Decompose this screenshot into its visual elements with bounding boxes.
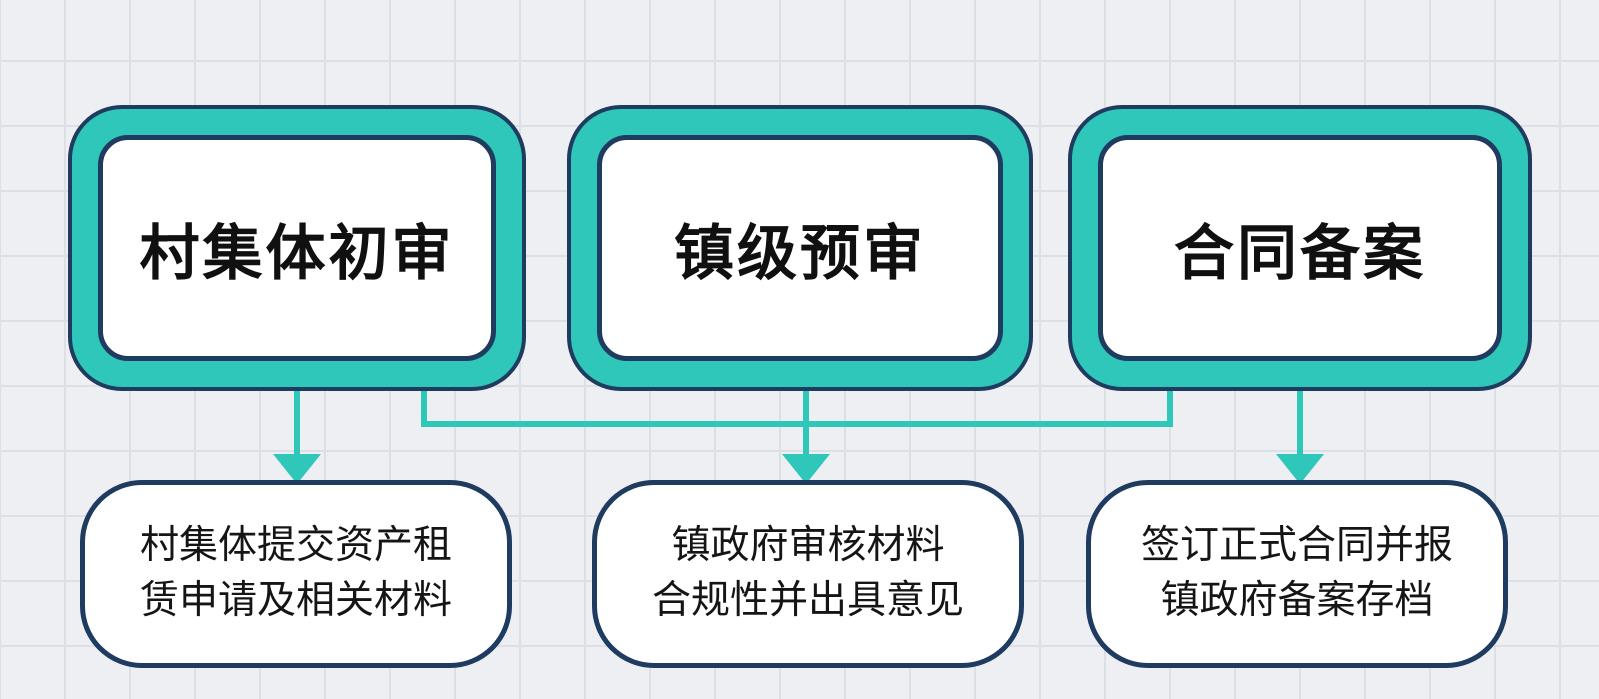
stage-box-inner: 村集体初审	[98, 135, 496, 361]
arrow-down-icon-2	[782, 454, 830, 484]
connector-elbow-left-segment	[421, 391, 427, 427]
description-line: 合规性并出具意见	[651, 579, 964, 622]
stage-title: 合同备案	[1174, 219, 1426, 287]
stage-title: 村集体初审	[139, 219, 455, 287]
description-line: 镇政府备案存档	[1160, 579, 1434, 622]
description-line: 赁申请及相关材料	[139, 579, 452, 622]
arrow-shaft-2	[803, 391, 809, 459]
stage-box-village-initial-review: 村集体初审	[68, 105, 526, 391]
description-box-village-submission: 村集体提交资产租 赁申请及相关材料	[80, 480, 512, 668]
connector-elbow-right-segment	[1167, 391, 1173, 427]
arrow-shaft-3	[1297, 391, 1303, 459]
stage-box-town-pre-review: 镇级预审	[567, 105, 1033, 391]
stage-box-inner: 镇级预审	[597, 135, 1003, 361]
arrow-shaft-1	[294, 391, 300, 459]
description-line: 镇政府审核材料	[671, 524, 945, 568]
connector-elbow-horizontal-segment	[421, 421, 1173, 427]
stage-box-contract-filing: 合同备案	[1068, 105, 1532, 391]
description-box-contract-archive: 签订正式合同并报 镇政府备案存档	[1086, 480, 1508, 668]
stage-title: 镇级预审	[674, 219, 926, 287]
description-box-town-compliance-review: 镇政府审核材料 合规性并出具意见	[592, 480, 1024, 668]
arrow-down-icon-1	[273, 454, 321, 484]
description-line: 村集体提交资产租	[139, 524, 452, 568]
arrow-down-icon-3	[1276, 454, 1324, 484]
description-line: 签订正式合同并报	[1140, 524, 1453, 568]
stage-box-inner: 合同备案	[1098, 135, 1502, 361]
